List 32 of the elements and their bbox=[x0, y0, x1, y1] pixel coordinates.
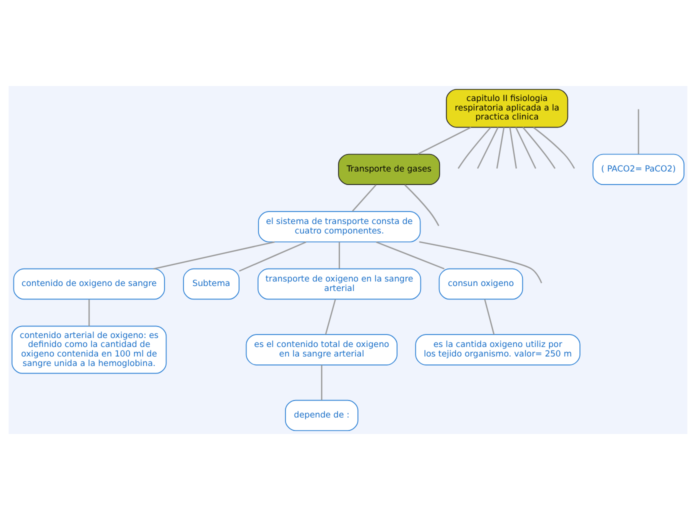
connector bbox=[88, 299, 90, 326]
node-box: es la cantida oxigeno utiliz por los tejido organismo. valor= 250 m bbox=[415, 334, 580, 366]
connector bbox=[515, 127, 536, 169]
connector bbox=[321, 365, 322, 400]
node-box: contenido de oxigeno de sangre bbox=[13, 268, 165, 300]
connector bbox=[458, 127, 492, 169]
node-box: capitulo II fisiologia respiratoria aplicada a la practica clinica bbox=[446, 88, 568, 128]
connector bbox=[522, 126, 556, 169]
connector bbox=[638, 109, 640, 154]
connector bbox=[496, 127, 505, 169]
connector bbox=[352, 184, 376, 212]
node-box: contenido arterial de oxigeno: es definido como la cantidad de oxigeno contenida en 100 ml de sangre unida a la hemoglobina. bbox=[12, 326, 167, 374]
connector bbox=[509, 127, 517, 169]
connector bbox=[419, 241, 542, 284]
node-box: es el contenido total de oxigeno en la sangre arterial bbox=[246, 334, 398, 366]
connector bbox=[477, 127, 499, 169]
node-box: Transporte de gases bbox=[338, 154, 440, 185]
node-box: consun oxigeno bbox=[438, 268, 524, 300]
connector bbox=[325, 299, 336, 335]
connector bbox=[484, 299, 495, 335]
node-box: depende de : bbox=[285, 400, 358, 432]
connector bbox=[533, 126, 575, 169]
node-box: Subtema bbox=[183, 268, 240, 300]
node-box: transporte de oxigeno en la sangre arterial bbox=[258, 268, 422, 300]
node-box: ( PACO2= PaCO2) bbox=[592, 154, 684, 185]
node-box: el sistema de transporte consta de cuatro componentes. bbox=[258, 211, 421, 242]
connector bbox=[418, 126, 472, 155]
connector bbox=[338, 242, 340, 268]
connector bbox=[376, 241, 445, 270]
connector bbox=[153, 241, 275, 270]
connector bbox=[239, 241, 306, 272]
connector bbox=[404, 184, 440, 226]
